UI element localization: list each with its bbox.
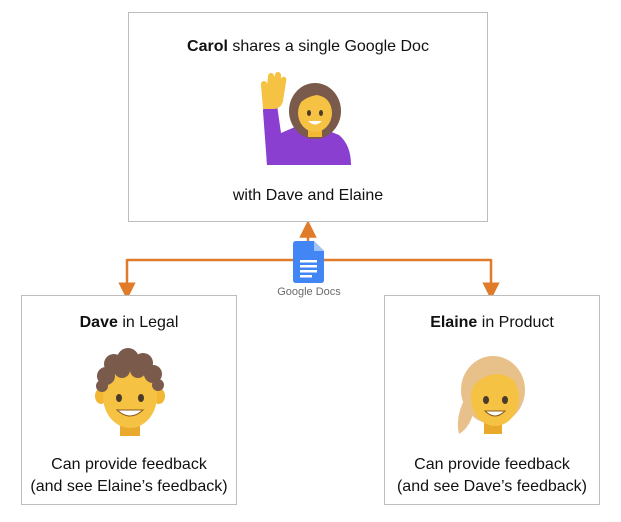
dave-description: Can provide feedback (and see Elaine’s f… — [22, 454, 236, 498]
dave-title-rest: in Legal — [117, 314, 179, 331]
dave-line-2: (and see Elaine’s feedback) — [30, 478, 228, 495]
dave-name: Dave — [79, 314, 118, 331]
elaine-box: Elaine in Product Can provide feedback (… — [384, 295, 600, 505]
dave-line-1: Can provide feedback — [51, 456, 207, 473]
carol-title-rest: shares a single Google Doc — [227, 38, 429, 55]
carol-title: Carol shares a single Google Doc — [129, 38, 487, 56]
woman-raising-hand-icon — [261, 72, 351, 165]
elaine-title: Elaine in Product — [385, 314, 599, 332]
elaine-line-2: (and see Dave’s feedback) — [396, 478, 588, 495]
dave-title: Dave in Legal — [22, 314, 236, 332]
google-docs-icon — [293, 241, 324, 283]
carol-box: Carol shares a single Google Doc with Da… — [128, 12, 488, 222]
carol-name: Carol — [187, 38, 228, 55]
elaine-name: Elaine — [430, 314, 478, 331]
carol-subtitle: with Dave and Elaine — [232, 187, 384, 204]
man-curly-hair-icon — [95, 348, 165, 436]
elaine-description: Can provide feedback (and see Dave’s fee… — [385, 454, 599, 498]
dave-box: Dave in Legal Can provide feedback (and … — [21, 295, 237, 505]
google-docs-label: Google Docs — [277, 286, 341, 298]
elaine-title-rest: in Product — [477, 314, 554, 331]
elaine-line-1: Can provide feedback — [414, 456, 570, 473]
woman-blond-hair-icon — [457, 356, 525, 434]
